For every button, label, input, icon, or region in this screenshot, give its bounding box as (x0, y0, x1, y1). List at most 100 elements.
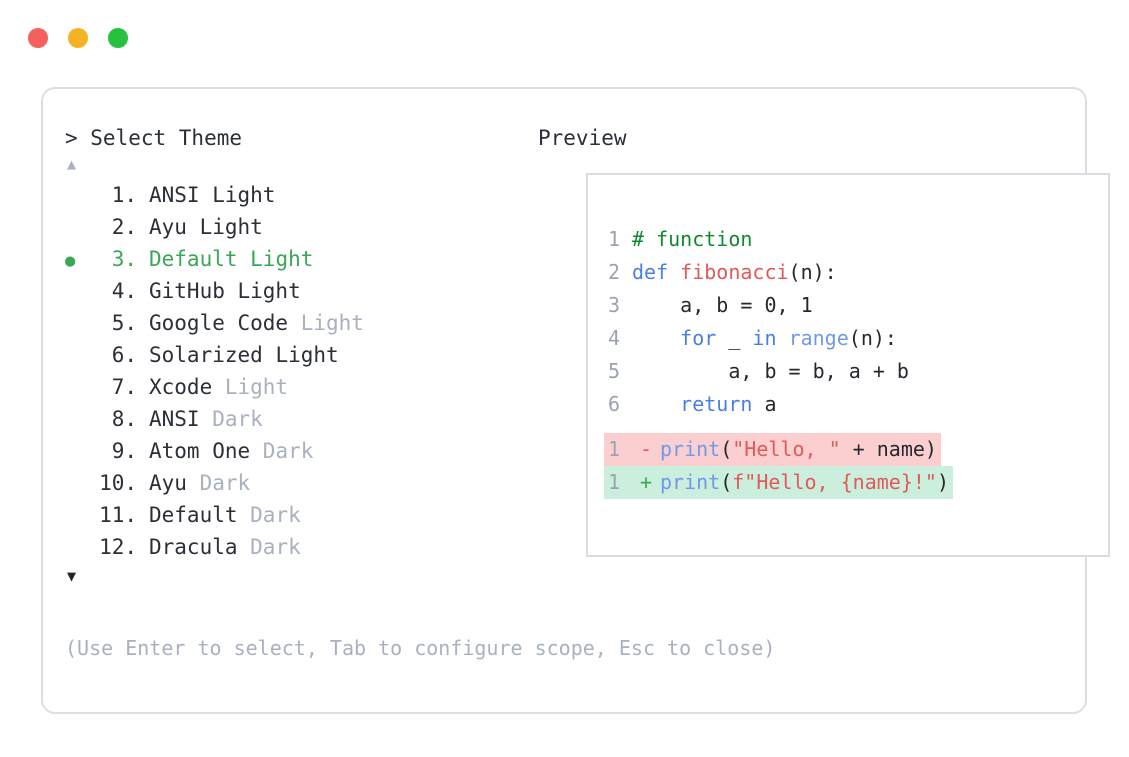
window-maximize-button[interactable] (108, 28, 128, 48)
theme-index: 10. (99, 471, 137, 495)
code-token: , (776, 293, 801, 317)
theme-name: Default (149, 247, 238, 271)
code-token (632, 326, 680, 350)
theme-name: Ayu (149, 215, 187, 239)
code-token: print (660, 437, 721, 461)
bullet-placeholder: ● (65, 277, 95, 309)
code-text: # function (632, 223, 752, 256)
code-text: return a (632, 388, 776, 421)
theme-index: 7. (99, 375, 137, 399)
theme-index: 8. (99, 407, 137, 431)
bullet-placeholder: ● (65, 181, 95, 213)
selected-bullet-icon: ● (65, 251, 76, 271)
theme-list-item[interactable]: ● 1.ANSI Light (65, 179, 535, 211)
theme-list[interactable]: ● 1. ANSI Light ● 2. Ayu Light ● 3. Default L… (65, 179, 535, 563)
code-token: range (788, 326, 849, 350)
theme-list-item[interactable]: ● 6.Solarized Light (65, 339, 535, 371)
theme-variant: Light (237, 247, 314, 271)
line-number: 1 (607, 437, 620, 461)
theme-index: 9. (99, 439, 137, 463)
line-number: 5 (607, 359, 620, 383)
theme-variant: Dark (186, 471, 251, 495)
theme-list-item[interactable]: ●11.Default Dark (65, 499, 535, 531)
line-number: 3 (607, 293, 620, 317)
theme-name: GitHub (149, 279, 225, 303)
code-token: for (680, 326, 717, 350)
code-line: 5 a, b = b, a + b (604, 355, 909, 388)
code-token: def (632, 260, 681, 284)
theme-list-item[interactable]: ● 4.GitHub Light (65, 275, 535, 307)
bullet-placeholder: ● (65, 341, 95, 373)
theme-list-item[interactable]: ● 2.Ayu Light (65, 211, 535, 243)
code-token: + name) (840, 437, 937, 461)
keyboard-hint: (Use Enter to select, Tab to configure s… (65, 636, 776, 660)
theme-name: Google Code (149, 311, 289, 335)
diff-sign: + (639, 470, 653, 494)
scroll-down-indicator-icon[interactable]: ▼ (67, 567, 77, 585)
code-line: 4 for _ in range(n): (604, 322, 909, 355)
line-number: 4 (607, 326, 620, 350)
theme-list-item[interactable]: ●10.Ayu Dark (65, 467, 535, 499)
line-number: 6 (607, 392, 620, 416)
bullet-placeholder: ● (65, 501, 95, 533)
bullet-placeholder: ● (65, 309, 95, 341)
code-token: (n): (788, 260, 837, 284)
code-token: (n): (848, 326, 897, 350)
preview-label: Preview (538, 126, 627, 150)
theme-variant: Light (288, 311, 364, 335)
bullet-placeholder: ● (65, 213, 95, 245)
theme-index: 6. (99, 343, 137, 367)
theme-variant: Light (262, 343, 339, 367)
theme-variant: Dark (199, 407, 263, 431)
code-text: a, b = 0, 1 (632, 289, 813, 322)
code-token: f"Hello, {name}!" (732, 470, 937, 494)
theme-list-item[interactable]: ● 8.ANSI Dark (65, 403, 535, 435)
bullet-placeholder: ● (65, 373, 95, 405)
code-token: in (752, 326, 777, 350)
code-text: for _ in range(n): (632, 322, 897, 355)
theme-name: Atom One (149, 439, 251, 463)
diff-removed-line: 1-print("Hello, " + name) (604, 433, 953, 466)
page-title: > Select Theme (65, 126, 243, 150)
theme-name: ANSI (149, 183, 200, 207)
bullet-placeholder: ● (65, 405, 95, 437)
bullet-placeholder: ● (65, 469, 95, 501)
theme-index: 12. (99, 535, 137, 559)
theme-list-item[interactable]: ● 3. Default Light (65, 243, 535, 275)
theme-list-item[interactable]: ● 5. Google Code Light (65, 307, 535, 339)
window-close-button[interactable] (28, 28, 48, 48)
code-token: ( (720, 470, 733, 494)
theme-index: 2. (99, 215, 137, 239)
code-text: a, b = b, a + b (632, 355, 909, 388)
code-token: 1 (800, 293, 813, 317)
diff-sample: 1-print("Hello, " + name)1+print(f"Hello… (604, 433, 954, 499)
theme-list-item[interactable]: ● 9.Atom One Dark (65, 435, 535, 467)
theme-list-item[interactable]: ● 7. Xcode Light (65, 371, 535, 403)
code-token: # function (632, 227, 753, 251)
window-minimize-button[interactable] (68, 28, 88, 48)
theme-index: 1. (99, 183, 137, 207)
theme-name: Default (149, 503, 238, 527)
scroll-up-indicator-icon[interactable]: ▲ (67, 155, 77, 173)
theme-variant: Light (224, 279, 301, 303)
code-text: print(f"Hello, {name}!") (660, 466, 949, 499)
theme-variant: Light (212, 375, 289, 399)
window-titlebar (28, 28, 128, 48)
bullet-placeholder: ● (65, 533, 95, 565)
theme-list-item[interactable]: ●12. Dracula Dark (65, 531, 535, 563)
line-number: 1 (607, 470, 620, 494)
code-token: ) (936, 470, 950, 494)
diff-highlight: 1 + print(f"Hello, {name}!") (604, 466, 954, 499)
theme-variant: Dark (237, 535, 301, 559)
theme-name: Xcode (149, 375, 213, 399)
theme-index: 5. (99, 311, 137, 335)
code-token: _ (716, 326, 753, 350)
diff-sign: - (639, 437, 653, 461)
theme-name: Dracula (149, 535, 238, 559)
theme-index: 3. (99, 247, 137, 271)
code-token: fibonacci (680, 260, 789, 284)
code-token: a, b = (632, 293, 765, 317)
